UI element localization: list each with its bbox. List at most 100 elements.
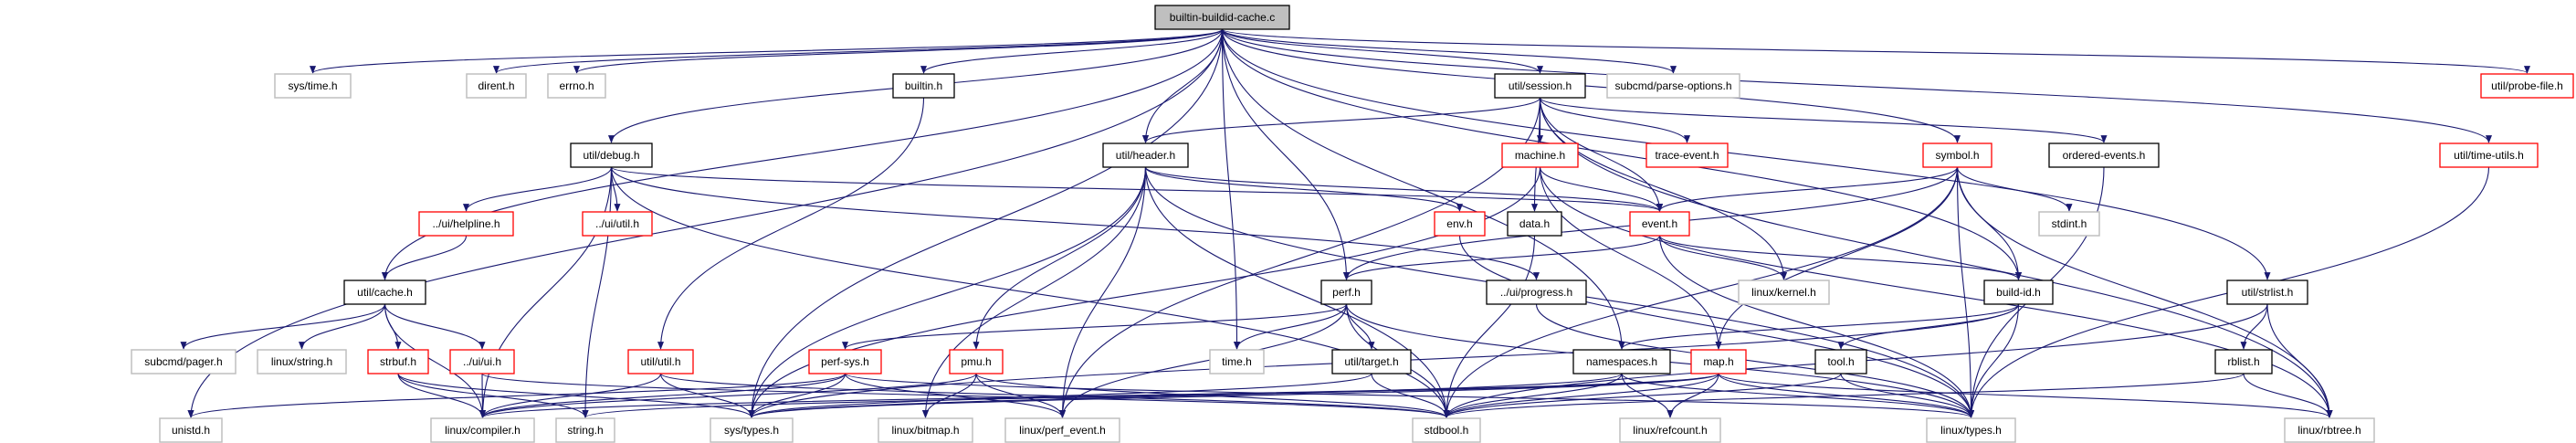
node-box xyxy=(1004,417,1120,443)
node-label: event.h xyxy=(1642,217,1677,230)
node-util-session-h[interactable]: util/session.h xyxy=(1494,73,1586,99)
node-box xyxy=(343,280,426,305)
node-builtin-buildid-cache-c[interactable]: builtin-buildid-cache.c xyxy=(1154,5,1290,30)
node-util-strlist-h[interactable]: util/strlist.h xyxy=(2226,280,2308,305)
node-label: sys/types.h xyxy=(724,424,779,437)
edge-perf-sys-h-to-sys-types-h xyxy=(748,373,846,418)
node-util-time-utils-h[interactable]: util/time-utils.h xyxy=(2439,142,2539,168)
node-strbuf-h[interactable]: strbuf.h xyxy=(367,349,429,374)
node-ui-ui-h[interactable]: ../ui/ui.h xyxy=(449,349,515,374)
node-map-h[interactable]: map.h xyxy=(1690,349,1747,374)
node-linux-bitmap-h: linux/bitmap.h xyxy=(878,417,973,443)
node-box xyxy=(1154,5,1290,30)
node-linux-string-h: linux/string.h xyxy=(257,349,347,374)
edge-builtin-buildid-cache-c-to-errno-h xyxy=(573,28,1224,74)
node-box xyxy=(1814,349,1867,374)
edge-map-h-to-stdbool-h xyxy=(1443,373,1719,418)
node-tool-h[interactable]: tool.h xyxy=(1814,349,1867,374)
node-label: util/util.h xyxy=(640,355,680,368)
edge-event-h-to-perf-h xyxy=(1343,235,1661,280)
node-label: util/strlist.h xyxy=(2242,286,2294,299)
node-perf-sys-h[interactable]: perf-sys.h xyxy=(808,349,882,374)
node-linux-refcount-h: linux/refcount.h xyxy=(1619,417,1721,443)
node-machine-h[interactable]: machine.h xyxy=(1501,142,1579,168)
edge-machine-h-to-event-h xyxy=(1539,166,1663,212)
node-box xyxy=(430,417,535,443)
node-util-header-h[interactable]: util/header.h xyxy=(1102,142,1189,168)
node-env-h[interactable]: env.h xyxy=(1434,211,1486,237)
node-perf-h[interactable]: perf.h xyxy=(1320,280,1372,305)
node-ui-progress-h[interactable]: ../ui/progress.h xyxy=(1486,280,1587,305)
node-label: builtin.h xyxy=(905,79,942,92)
node-box xyxy=(1926,417,2016,443)
node-util-cache-h[interactable]: util/cache.h xyxy=(343,280,426,305)
edge-util-util-h-to-linux-compiler-h xyxy=(479,373,662,418)
edge-util-header-h-to-linux-bitmap-h xyxy=(921,166,1147,418)
node-util-target-h[interactable]: util/target.h xyxy=(1331,349,1412,374)
edge-build-id-h-to-linux-types-h xyxy=(1967,303,2020,418)
node-label: linux/perf_event.h xyxy=(1019,424,1106,437)
node-box xyxy=(131,349,237,374)
node-box xyxy=(418,211,514,237)
node-box xyxy=(1209,349,1265,374)
node-symbol-h[interactable]: symbol.h xyxy=(1922,142,1992,168)
node-label: string.h xyxy=(567,424,603,437)
edges-layer xyxy=(180,28,2530,418)
edge-util-session-h-to-ordered-events-h xyxy=(1539,97,2108,143)
node-linux-kernel-h: linux/kernel.h xyxy=(1738,280,1830,305)
edge-util-header-h-to-pmu-h xyxy=(973,166,1147,350)
edge-data-h-to-stdbool-h xyxy=(1443,235,1536,418)
node-pmu-h[interactable]: pmu.h xyxy=(949,349,1004,374)
node-label: linux/rbtree.h xyxy=(2297,424,2360,437)
edge-machine-h-to-sys-types-h xyxy=(748,166,1541,418)
node-linux-rbtree-h: linux/rbtree.h xyxy=(2284,417,2375,443)
edge-builtin-buildid-cache-c-to-util-time-utils-h xyxy=(1221,28,2492,143)
node-label: util/header.h xyxy=(1116,149,1175,162)
node-ui-util-h[interactable]: ../ui/util.h xyxy=(582,211,653,237)
node-box xyxy=(1494,73,1586,99)
edge-util-header-h-to-env-h xyxy=(1144,166,1463,212)
node-ordered-events-h[interactable]: ordered-events.h xyxy=(2048,142,2160,168)
edge-env-h-to-linux-types-h xyxy=(1458,235,1974,418)
edge-builtin-buildid-cache-c-to-build-id-h xyxy=(1221,28,2022,280)
node-label: data.h xyxy=(1519,217,1550,230)
edge-strbuf-h-to-string-h xyxy=(397,373,589,418)
edge-builtin-buildid-cache-c-to-time-h xyxy=(1221,28,1241,350)
node-label: env.h xyxy=(1446,217,1472,230)
node-builtin-h[interactable]: builtin.h xyxy=(892,73,955,99)
node-label: trace-event.h xyxy=(1655,149,1719,162)
edge-ui-helpline-h-to-util-cache-h xyxy=(382,235,468,280)
edge-util-debug-h-to-ui-helpline-h xyxy=(463,166,613,212)
node-util-probe-file-h[interactable]: util/probe-file.h xyxy=(2480,73,2574,99)
node-label: rblist.h xyxy=(2227,355,2259,368)
edge-util-session-h-to-trace-event-h xyxy=(1539,97,1690,143)
node-label: errno.h xyxy=(559,79,594,92)
node-box xyxy=(710,417,794,443)
node-box xyxy=(1690,349,1747,374)
node-data-h[interactable]: data.h xyxy=(1507,211,1562,237)
node-event-h[interactable]: event.h xyxy=(1629,211,1690,237)
edge-builtin-buildid-cache-c-to-subcmd-parse-options-h xyxy=(1221,28,1677,74)
node-build-id-h[interactable]: build-id.h xyxy=(1983,280,2054,305)
node-trace-event-h[interactable]: trace-event.h xyxy=(1645,142,1729,168)
node-box xyxy=(1572,349,1671,374)
node-box xyxy=(627,349,694,374)
node-label: util/time-utils.h xyxy=(2454,149,2524,162)
node-box xyxy=(892,73,955,99)
node-util-util-h[interactable]: util/util.h xyxy=(627,349,694,374)
node-box xyxy=(547,73,606,99)
node-label: linux/kernel.h xyxy=(1751,286,1816,299)
node-label: linux/string.h xyxy=(271,355,332,368)
node-util-debug-h[interactable]: util/debug.h xyxy=(570,142,653,168)
edge-util-header-h-to-stdbool-h xyxy=(1144,166,1450,418)
node-ui-helpline-h[interactable]: ../ui/helpline.h xyxy=(418,211,514,237)
node-label: build-id.h xyxy=(1996,286,2041,299)
node-label: symbol.h xyxy=(1935,149,1979,162)
node-rblist-h[interactable]: rblist.h xyxy=(2214,349,2273,374)
node-box xyxy=(2214,349,2273,374)
node-box xyxy=(1434,211,1486,237)
node-namespaces-h[interactable]: namespaces.h xyxy=(1572,349,1671,374)
node-label: namespaces.h xyxy=(1586,355,1657,368)
edge-perf-sys-h-to-linux-perf-event-h xyxy=(844,373,1066,418)
